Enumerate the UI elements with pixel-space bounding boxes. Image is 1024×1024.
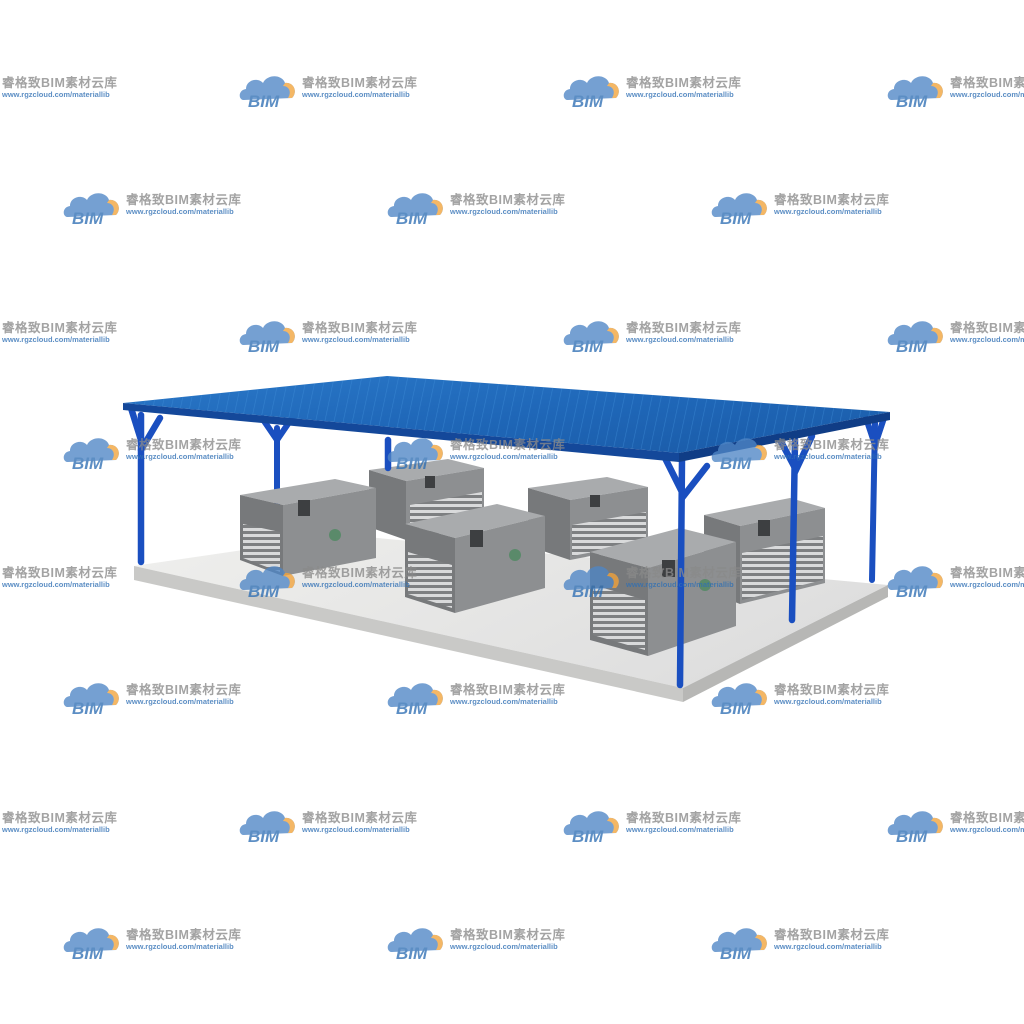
compressor-unit	[240, 479, 376, 576]
compressor-unit	[405, 504, 545, 613]
compressor-units	[240, 459, 825, 656]
compressor-unit	[590, 528, 736, 656]
canopy-roof	[123, 376, 890, 462]
